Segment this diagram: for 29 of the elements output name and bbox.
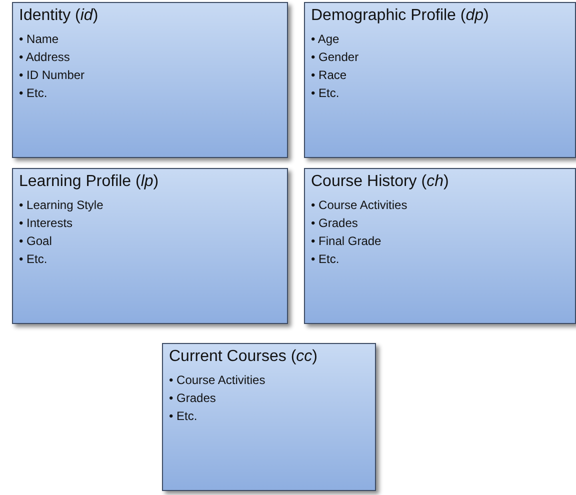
bullet-item: • Interests xyxy=(19,215,74,232)
bullet-item: • Etc. xyxy=(19,85,48,102)
bullet-item: • Etc. xyxy=(19,251,48,268)
bullet-item: • Course Activities xyxy=(169,372,266,389)
info-card xyxy=(304,2,576,158)
card-heading: Course History (ch) xyxy=(311,173,449,191)
bullet-item: • Name xyxy=(19,31,60,48)
bullet-item: • Grades xyxy=(311,215,359,232)
bullet-item: • Address xyxy=(19,49,71,66)
bullet-item: • Gender xyxy=(311,49,360,66)
bullet-item: • Race xyxy=(311,67,348,84)
info-card xyxy=(304,168,576,324)
bullet-item: • ID Number xyxy=(19,67,86,84)
info-card xyxy=(162,343,376,491)
bullet-item: • Goal xyxy=(19,233,53,250)
bullet-item: • Course Activities xyxy=(311,197,408,214)
card-heading: Demographic Profile (dp) xyxy=(311,7,489,25)
bullet-item: • Age xyxy=(311,31,340,48)
bullet-item: • Final Grade xyxy=(311,233,382,250)
bullet-item: • Grades xyxy=(169,390,217,407)
info-card xyxy=(12,2,288,158)
card-heading: Current Courses (cc) xyxy=(169,348,318,366)
card-heading: Identity (id) xyxy=(19,7,98,25)
info-card xyxy=(12,168,288,324)
bullet-item: • Etc. xyxy=(311,251,340,268)
bullet-item: • Learning Style xyxy=(19,197,104,214)
card-heading: Learning Profile (lp) xyxy=(19,173,159,191)
bullet-item: • Etc. xyxy=(311,85,340,102)
bullet-item: • Etc. xyxy=(169,408,198,425)
